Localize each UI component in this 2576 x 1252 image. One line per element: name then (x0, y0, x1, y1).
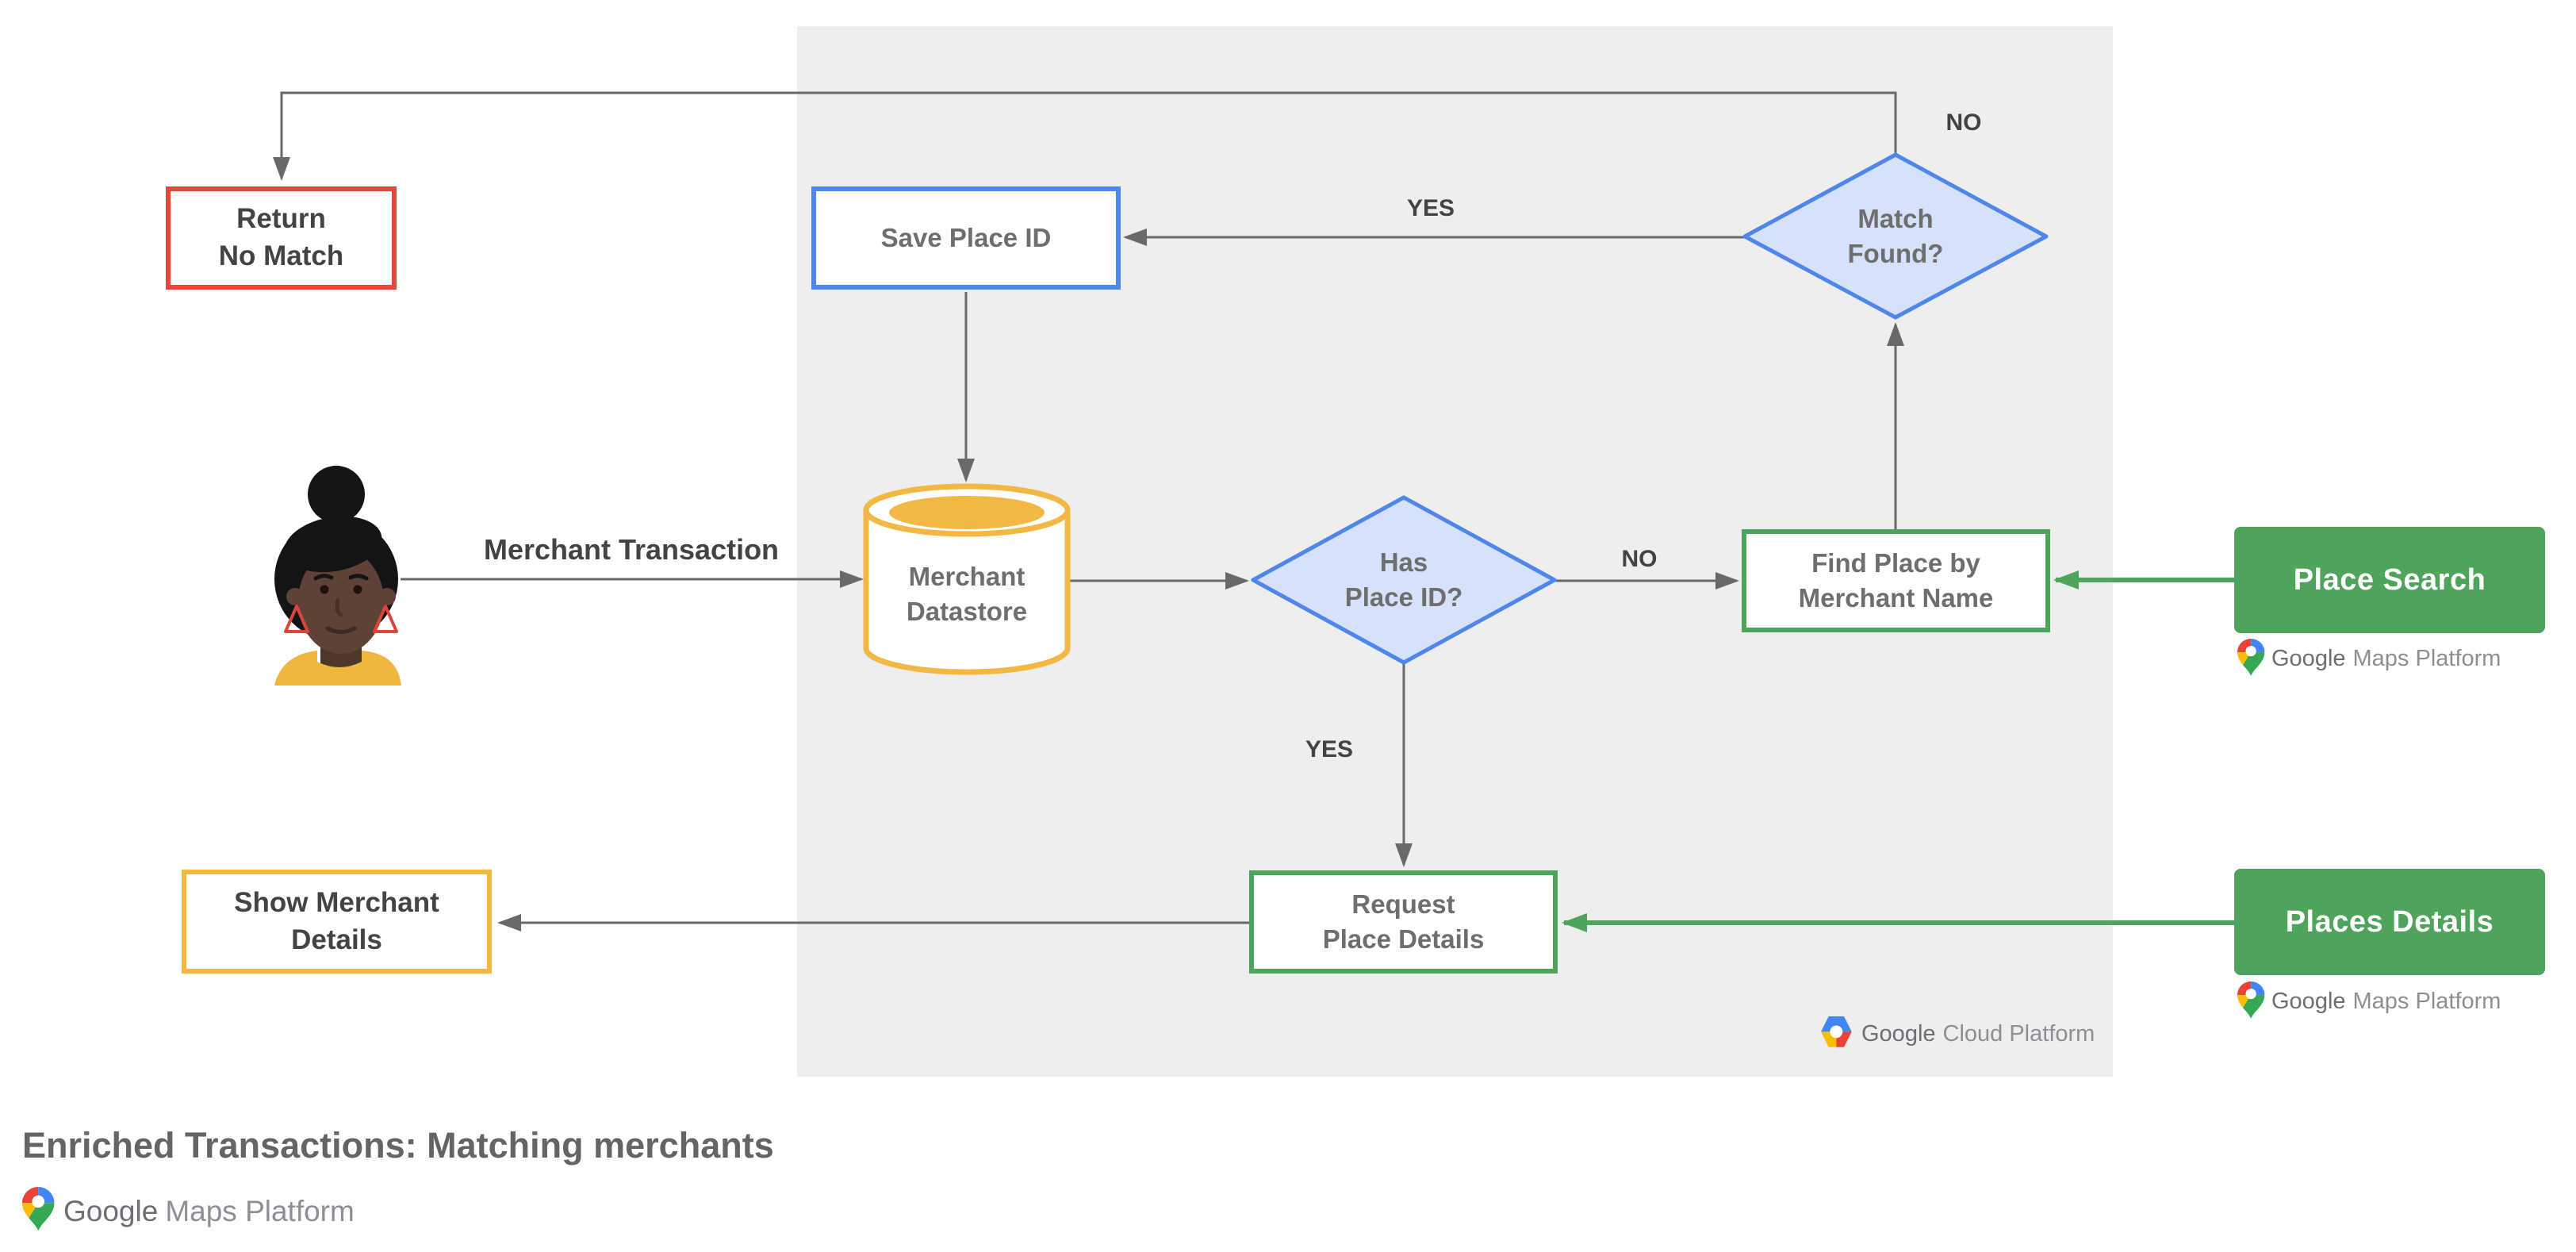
logo-google-text: Google (63, 1195, 159, 1227)
node-label: Place Search (2293, 563, 2486, 597)
has-place-id-label: Has Place ID? (1344, 547, 1463, 612)
match-found-label: Match Found? (1847, 204, 1944, 268)
node-find-place-by-merchant-name: Find Place by Merchant Name (1742, 529, 2050, 632)
google-cloud-platform-logo: Google Cloud Platform (1861, 1016, 2095, 1051)
has-place-id-diamond (1251, 495, 1557, 665)
maps-platform-logo-places-details: Google Maps Platform (2271, 984, 2501, 1019)
node-place-search-api: Place Search (2234, 527, 2545, 633)
node-label: Request (1351, 889, 1455, 919)
logo-product-text: Maps Platform (165, 1195, 355, 1227)
merchant-transaction-label: Merchant Transaction (483, 533, 780, 566)
datastore-cylinder-icon (863, 483, 1071, 675)
node-request-place-details: Request Place Details (1249, 870, 1558, 974)
logo-product-text: Maps Platform (2352, 645, 2501, 671)
node-label: Place Details (1322, 924, 1485, 954)
logo-product-text: Cloud Platform (1942, 1020, 2095, 1047)
api-edges (1562, 570, 2234, 932)
edge-label-no-top: NO (1945, 109, 1982, 136)
logo-google-text: Google (1861, 1020, 1936, 1047)
edge-label-yes-top: YES (1406, 195, 1455, 221)
node-label: Find Place by (1811, 547, 1980, 578)
flow-edges (273, 91, 1904, 931)
node-places-details-api: Places Details (2234, 869, 2545, 975)
edge-label-yes-mid: YES (1305, 736, 1354, 762)
maps-platform-logo-footer: Google Maps Platform (63, 1190, 355, 1233)
edge-label-no-mid: NO (1621, 546, 1658, 572)
edge-no-to-return (273, 91, 1897, 181)
maps-pin-icon-places-details (2237, 981, 2265, 1019)
logo-google-text: Google (2271, 645, 2346, 671)
node-label: Merchant Name (1798, 583, 1994, 613)
user-avatar (274, 466, 401, 686)
maps-pin-icon-footer (22, 1187, 55, 1231)
node-label: Show Merchant (234, 886, 439, 918)
page-title: Enriched Transactions: Matching merchant… (22, 1125, 774, 1166)
merchant-datastore-label: Merchant Datastore (906, 562, 1028, 626)
node-label: No Match (218, 240, 344, 271)
node-show-merchant-details: Show Merchant Details (182, 870, 492, 974)
match-found-diamond (1742, 152, 2049, 320)
node-save-place-id: Save Place ID (811, 186, 1121, 290)
node-return-no-match: Return No Match (166, 186, 397, 290)
logo-google-text: Google (2271, 988, 2346, 1014)
node-label: Places Details (2285, 904, 2494, 939)
node-label: Details (291, 924, 382, 955)
node-label: Save Place ID (880, 222, 1052, 252)
node-label: Return (236, 203, 326, 235)
maps-pin-icon-place-search (2237, 639, 2265, 676)
maps-platform-logo-place-search: Google Maps Platform (2271, 641, 2501, 676)
google-cloud-logo-icon (1821, 1016, 1852, 1047)
logo-product-text: Maps Platform (2352, 988, 2501, 1014)
